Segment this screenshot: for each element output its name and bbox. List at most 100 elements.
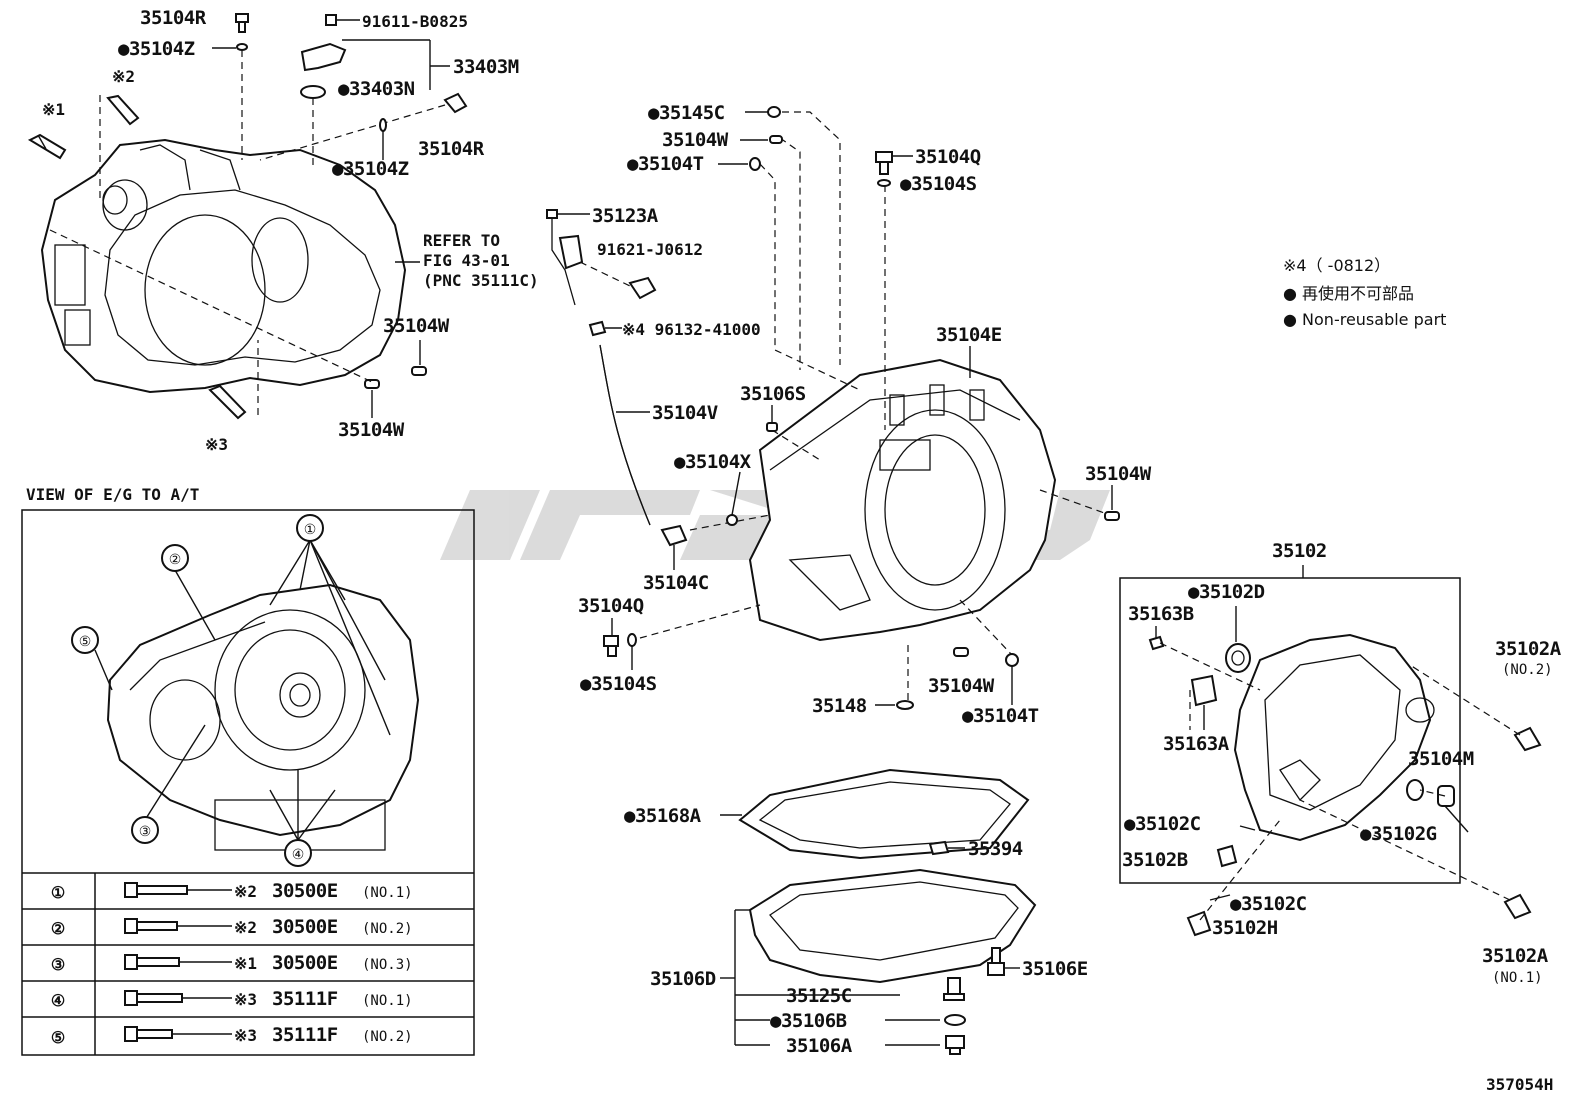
label-refer-1: REFER TO xyxy=(423,231,500,250)
label-35394: 35394 xyxy=(968,838,1023,860)
magnet-35394 xyxy=(928,840,965,856)
label-mark3: ※3 xyxy=(205,435,228,454)
oil-pipe-35123A xyxy=(546,209,657,306)
callout-2: ② xyxy=(169,552,182,568)
oil-pan-35106D xyxy=(720,868,1037,1046)
label-35106E: 35106E xyxy=(1022,958,1088,980)
bolt-row-mark: ※3 xyxy=(234,990,257,1009)
label-35102C-b: ●35102C xyxy=(1230,893,1307,915)
part-labels: 35104R 91611-B0825 ●35104Z ※2 ※1 ●33403N… xyxy=(42,7,1562,1057)
label-35104S-top: ●35104S xyxy=(900,173,977,195)
label-mark1: ※1 xyxy=(42,100,65,119)
label-35163A: 35163A xyxy=(1163,733,1230,755)
label-35102H: 35102H xyxy=(1212,917,1278,939)
bolt-row-3: ③ ※1 30500E (NO.3) xyxy=(51,952,413,974)
callout-numbers: ① ② ⑤ ③ ④ xyxy=(79,522,317,863)
bolt-mark2 xyxy=(99,94,140,200)
bolt-row-1: ① ※2 30500E (NO.1) xyxy=(51,880,413,902)
extension-housing-35102 xyxy=(1233,633,1435,842)
label-35145C: ●35145C xyxy=(648,102,725,124)
hose-35104V xyxy=(588,320,688,570)
label-mark2: ※2 xyxy=(112,67,135,86)
pins-35104W xyxy=(49,229,427,418)
callout-circles xyxy=(71,514,324,867)
label-35104R-mid: 35104R xyxy=(418,138,485,160)
bolt-row-part: 35111F xyxy=(272,1024,338,1046)
label-35104E: 35104E xyxy=(936,324,1002,346)
label-35102A-1-sub: (NO.1) xyxy=(1492,970,1543,986)
label-35102A-1: 35102A xyxy=(1482,945,1549,967)
label-35104V: 35104V xyxy=(652,402,718,424)
label-35104W-b: 35104W xyxy=(338,419,405,441)
label-35125C: 35125C xyxy=(786,985,852,1007)
plugs-bottom xyxy=(943,947,1020,1055)
label-35102B: 35102B xyxy=(1122,849,1188,871)
label-35106S: 35106S xyxy=(740,383,806,405)
label-35104W-c: 35104W xyxy=(662,129,729,151)
label-35104Q-bot: 35104Q xyxy=(578,595,644,617)
bolt-row-spec: (NO.2) xyxy=(362,1029,413,1045)
label-35102A-2-sub: (NO.2) xyxy=(1502,662,1553,678)
legend-non-reusable-en: ● Non-reusable part xyxy=(1283,310,1446,329)
bolt-row-spec: (NO.1) xyxy=(362,885,413,901)
bolt-row-num: ① xyxy=(51,883,65,902)
label-35104X: ●35104X xyxy=(674,451,752,473)
label-35123A: 35123A xyxy=(592,205,659,227)
label-35102A-2: 35102A xyxy=(1495,638,1562,660)
bolt-row-4: ④ ※3 35111F (NO.1) xyxy=(51,988,413,1010)
bolt-row-part: 35111F xyxy=(272,988,338,1010)
legend-note4: ※4（ -0812） xyxy=(1283,256,1390,275)
bolt-row-num: ③ xyxy=(51,955,65,974)
bolt-row-num: ④ xyxy=(51,991,65,1010)
label-35104Q-top: 35104Q xyxy=(915,146,981,168)
bolt-row-mark: ※3 xyxy=(234,1026,257,1045)
label-35104W-d: 35104W xyxy=(1085,463,1152,485)
label-91621: 91621-J0612 xyxy=(597,240,703,259)
label-33403N: ●33403N xyxy=(338,78,415,100)
label-35106D: 35106D xyxy=(650,968,716,990)
box-35102 xyxy=(1119,577,1461,884)
bolt-35104R-top xyxy=(235,13,249,160)
bolt-row-part: 30500E xyxy=(272,916,338,938)
bolt-35104R-mid xyxy=(259,92,468,161)
oil-pan-gasket-35168A xyxy=(720,768,1030,860)
bolt-row-mark: ※1 xyxy=(234,954,257,973)
bolt-row-spec: (NO.2) xyxy=(362,921,413,937)
label-35104Z-mid: ●35104Z xyxy=(332,158,409,180)
figure-id: 357054H xyxy=(1486,1075,1553,1094)
bolt-row-num: ② xyxy=(51,919,65,938)
label-35163B: 35163B xyxy=(1128,603,1194,625)
label-35104C: 35104C xyxy=(643,572,709,594)
bolt-row-2: ② ※2 30500E (NO.2) xyxy=(51,916,413,938)
label-35104T-bot: ●35104T xyxy=(962,705,1039,727)
bolt-mark3 xyxy=(208,340,259,420)
right-small-parts xyxy=(1148,635,1542,937)
label-35168A: ●35168A xyxy=(624,805,702,827)
label-35102: 35102 xyxy=(1272,540,1327,562)
label-refer-3: (PNC 35111C) xyxy=(423,271,539,290)
bolt-row-mark: ※2 xyxy=(234,882,257,901)
housing-dash-lines xyxy=(639,111,1111,700)
callout-4: ④ xyxy=(292,847,305,863)
bolt-row-part: 30500E xyxy=(272,952,338,974)
label-35102D: ●35102D xyxy=(1188,581,1265,603)
bolt-row-mark: ※2 xyxy=(234,918,257,937)
bolt-row-part: 30500E xyxy=(272,880,338,902)
callout-1: ① xyxy=(304,522,317,538)
legend: ※4（ -0812） ● 再使用不可部品 ● Non-reusable part xyxy=(1283,256,1446,329)
label-35148: 35148 xyxy=(812,695,867,717)
label-91611: 91611-B0825 xyxy=(362,12,468,31)
transaxle-front-view xyxy=(106,583,420,851)
label-35104W-a: 35104W xyxy=(383,315,450,337)
label-35104M: 35104M xyxy=(1408,748,1474,770)
view-title: VIEW OF E/G TO A/T xyxy=(26,485,199,504)
label-96132: ※4 96132-41000 xyxy=(622,320,761,339)
sensor-33403M xyxy=(300,14,450,170)
label-35104S-bot: ●35104S xyxy=(580,673,657,695)
label-33403M: 33403M xyxy=(453,56,519,78)
callout-3: ③ xyxy=(139,824,152,840)
label-35104W-e: 35104W xyxy=(928,675,995,697)
legend-non-reusable-jp: ● 再使用不可部品 xyxy=(1283,284,1414,303)
callout-5: ⑤ xyxy=(79,634,92,650)
